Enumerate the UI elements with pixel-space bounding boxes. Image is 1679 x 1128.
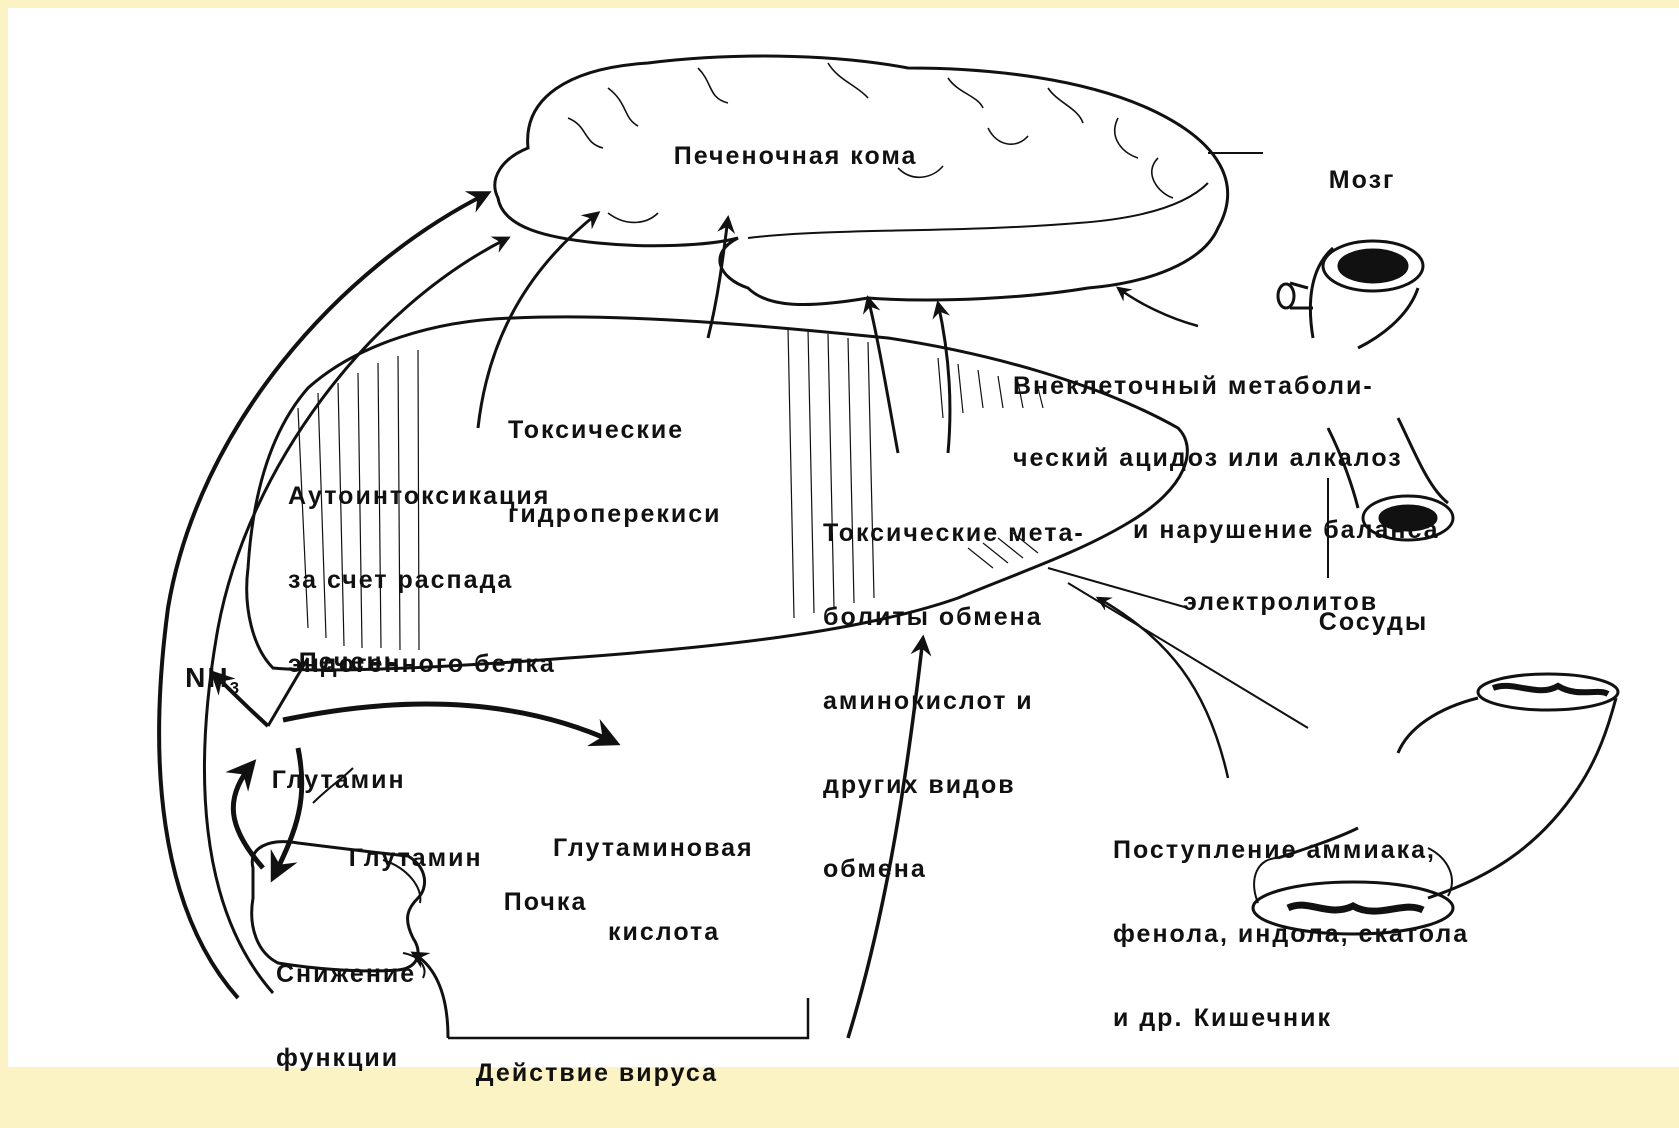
arrow-acidosis-to-brain (1118, 288, 1198, 326)
kidney-label: Почка (468, 860, 587, 944)
liver-label: Печень (263, 620, 401, 704)
hepatic-coma-label: Печеночная кома (638, 114, 917, 198)
reduction-label: Снижение функции (276, 904, 416, 1128)
diagram-frame: Печеночная кома Мозг Токсические гидропе… (8, 8, 1679, 1067)
arrow-hydroperoxides-to-brain (708, 218, 728, 338)
toxic-metabolites-label: Токсические мета- болиты обмена аминокис… (823, 463, 1085, 939)
arrow-virus-to-kidney (413, 953, 448, 1038)
brain-label: Мозг (1293, 138, 1395, 222)
virus-action-label: Действие вируса (440, 1031, 718, 1115)
nh3-label: NH3 (146, 636, 241, 731)
arrow-metabolites-to-brain-1 (868, 298, 898, 453)
vessels-label: Сосуды (1283, 580, 1428, 664)
glutamine-label: Глутамин (236, 738, 406, 822)
intestine-label: Кишечник (1158, 976, 1332, 1060)
glutamine-kidney-label: Глутамин (313, 816, 483, 900)
